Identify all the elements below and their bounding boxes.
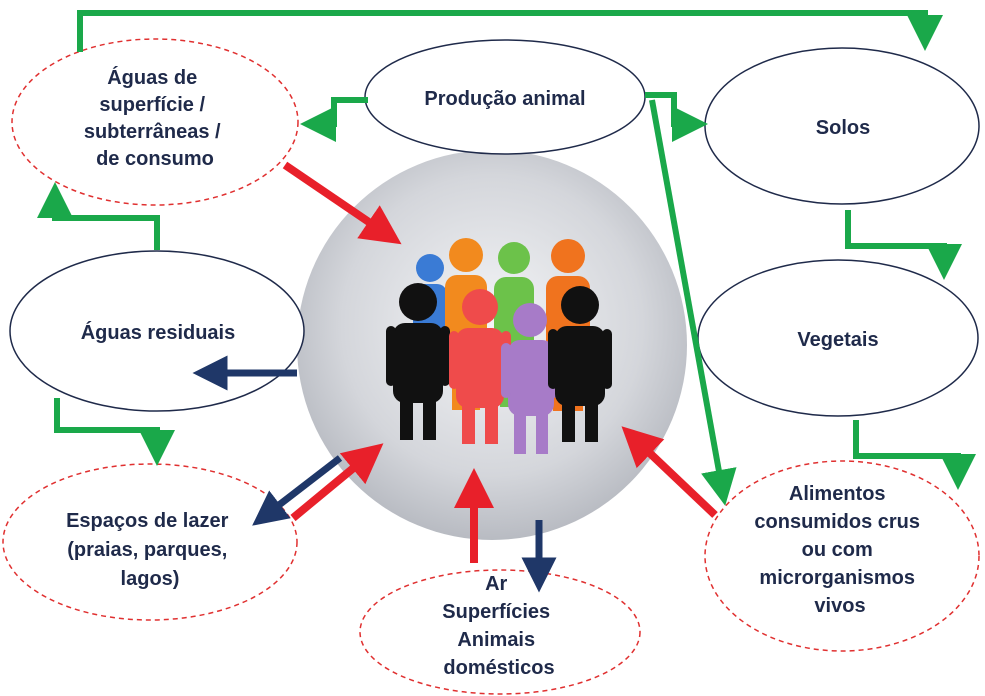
arrow-aguas-to-center — [282, 161, 402, 245]
arrow-center-to-lazer — [252, 455, 343, 526]
label-vegetais: Vegetais — [797, 329, 878, 351]
label-ar-superficies: Ar Superfícies Animais domésticos — [442, 573, 555, 679]
label-producao-animal: Produção animal — [424, 88, 585, 110]
label-aguas-superficie: Águas de superfície / subterrâneas / de … — [84, 66, 226, 170]
arrow-producao-to-alimentos — [649, 99, 737, 506]
node-aguas-superficie-ellipse — [11, 38, 299, 206]
arrow-residuais-to-lazer — [54, 398, 175, 466]
arrow-producao-to-solos — [645, 92, 708, 142]
arrow-aguas-to-solos — [77, 10, 943, 52]
arrow-lazer-to-center — [290, 443, 384, 522]
label-solos: Solos — [816, 117, 870, 139]
arrow-producao-to-aguas — [300, 97, 368, 142]
label-alimentos: Alimentos consumidos crus ou com microrg… — [754, 483, 925, 617]
arrow-alimentos-to-center — [621, 426, 718, 518]
node-alimentos-ellipse — [704, 460, 980, 652]
node-vegetais-ellipse — [697, 259, 979, 417]
arrow-vegetais-to-alimentos — [853, 420, 976, 490]
arrow-solos-to-vegetais — [845, 210, 962, 280]
label-aguas-residuais: Águas residuais — [81, 321, 236, 344]
label-espacos-lazer: Espaços de lazer (praias, parques, lagos… — [66, 510, 234, 590]
node-ar-superficies-ellipse — [359, 569, 641, 695]
people-group-icon — [386, 238, 612, 454]
arrow-residuais-to-aguas — [37, 182, 160, 250]
